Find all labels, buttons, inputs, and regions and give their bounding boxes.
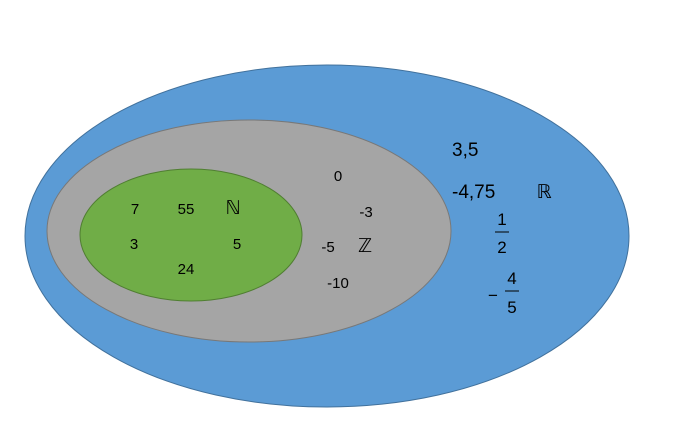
naturals-set-region (79, 168, 303, 302)
integers-symbol: ℤ (358, 235, 372, 257)
reals-fraction: 1 2 (495, 210, 509, 257)
reals-symbol: ℝ (536, 181, 551, 203)
naturals-element: 3 (130, 236, 138, 253)
fraction-denominator: 5 (507, 298, 516, 317)
naturals-element: 7 (131, 201, 139, 218)
naturals-symbol: ℕ (225, 197, 240, 219)
reals-element: 3,5 (452, 140, 478, 161)
integers-element: -3 (359, 204, 372, 221)
naturals-element: 5 (233, 236, 241, 253)
fraction-numerator: 4 (507, 269, 516, 288)
reals-element: -4,75 (452, 182, 495, 203)
integers-element: -10 (327, 275, 349, 292)
reals-fraction: − 4 5 (488, 269, 519, 317)
fraction-sign: − (488, 286, 498, 305)
fraction-numerator: 1 (497, 210, 506, 229)
fraction-denominator: 2 (497, 238, 506, 257)
integers-element: 0 (334, 168, 342, 185)
naturals-element: 55 (178, 201, 195, 218)
naturals-element: 24 (178, 261, 195, 278)
integers-element: -5 (321, 239, 334, 256)
